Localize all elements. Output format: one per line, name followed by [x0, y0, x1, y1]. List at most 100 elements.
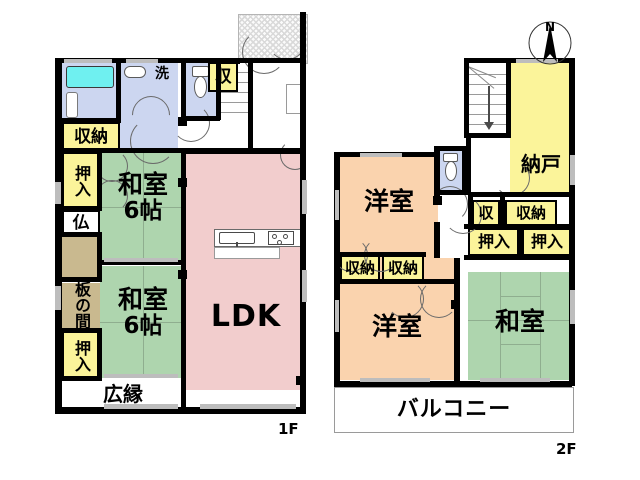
wall-toilet-bottom	[184, 116, 220, 121]
door-swing-toilet-2f	[432, 186, 468, 222]
wall-2f-nando-bottom	[468, 192, 572, 197]
wall-outer-top-2	[184, 58, 242, 63]
wall-stair-right	[248, 62, 253, 152]
tatami-seam	[468, 320, 572, 321]
label-closet-shu-entry: 収	[214, 66, 232, 87]
label-closet-oshiire-a: 押入	[477, 232, 510, 251]
wall-stair-bottom	[216, 148, 252, 153]
label-hiroen: 広縁	[103, 382, 143, 406]
door-swing-entrance	[242, 30, 286, 74]
label-washitsu-lower-1: 和室	[117, 284, 168, 314]
sliding-door	[104, 374, 178, 378]
label-closet-shuno-bath: 収納	[74, 126, 108, 147]
tatami-seam	[143, 322, 144, 378]
label-laundry: 洗	[155, 66, 169, 82]
room-balcony	[334, 387, 574, 433]
wall-butsu-bottom	[55, 232, 102, 237]
wall-closet-bottom	[55, 148, 121, 153]
washbasin-icon	[124, 66, 146, 78]
floor-tag-2f: 2F	[556, 440, 577, 458]
closet-shu-entry	[208, 62, 238, 92]
wall-butsu-top	[55, 206, 102, 211]
window	[302, 180, 307, 214]
label-closet-butsudan: 仏	[72, 212, 90, 233]
wall-2f-outer-right	[569, 58, 575, 386]
wall-hiroen-right	[181, 376, 186, 414]
wall-2f-stair-right	[506, 62, 511, 134]
wall-wood-bottom	[55, 277, 102, 282]
wall-2f-toilet-bottom	[434, 190, 467, 195]
door-swing-yoshitsu-bottom-2	[420, 280, 458, 318]
window	[55, 286, 61, 310]
door-swing-washroom	[130, 118, 176, 164]
pillar	[178, 270, 187, 279]
pillar	[178, 117, 187, 126]
stove-burner-icon	[272, 234, 277, 239]
door-swing-ldk	[280, 140, 310, 170]
floor-tag-1f: 1F	[278, 420, 299, 438]
tatami-seam	[500, 344, 540, 345]
window	[64, 59, 112, 63]
label-washitsu-upper-2: 6帖	[123, 197, 163, 224]
door-swing-toilet	[172, 104, 210, 142]
label-closet-shuno-b: 収納	[387, 258, 418, 277]
wall-2f-closet-strip-top	[334, 252, 426, 257]
wall-hiroen-top	[55, 376, 102, 381]
bathtub-icon	[66, 66, 114, 88]
window	[570, 290, 575, 324]
closet-shuno-d	[505, 200, 557, 226]
window	[516, 59, 558, 63]
north-arrow-label: N	[544, 20, 556, 34]
label-ita-no-ma: 板の間	[72, 281, 91, 329]
label-closet-oshiire-b: 押入	[530, 232, 563, 251]
tatami-seam	[143, 207, 144, 262]
wall-2f-toilet-top	[434, 146, 467, 151]
wall-bath-bottom	[55, 118, 121, 123]
room-ita-no-ma-label-area	[62, 283, 100, 331]
label-closet-shuno-a: 収納	[344, 258, 375, 277]
stove-burner-icon	[283, 234, 288, 239]
wall-outer-right	[300, 58, 306, 414]
north-arrow	[525, 18, 575, 68]
pillar	[178, 178, 187, 187]
wall-washroom-bottom	[118, 148, 186, 153]
door-swing-washitsu-upper-2	[96, 180, 128, 212]
window	[104, 404, 178, 409]
wall-2f-yoshitsu-mid-r	[454, 258, 460, 386]
wall-2f-closet-mid-v	[500, 197, 505, 227]
label-nando: 納戸	[521, 152, 561, 176]
room-washitsu-2f	[468, 272, 572, 380]
tatami-seam	[540, 272, 541, 380]
wall-2f-outer-bottom	[334, 381, 572, 387]
wall-2f-nando-left	[466, 137, 471, 195]
label-closet-shuno-d: 収納	[515, 203, 546, 222]
wall-2f-closet-sep	[464, 224, 574, 229]
window	[335, 190, 339, 220]
wall-left-col-right	[97, 232, 102, 282]
window	[200, 404, 296, 409]
label-closet-oshiire-2: 押入	[72, 340, 91, 372]
floor-2-plan: バルコニー 洋室 洋室 和室 納戸 収納 収納 収 収納 押入 押入 2F N	[320, 0, 640, 480]
window	[126, 59, 158, 63]
stair-down-arrow	[488, 86, 490, 126]
wall-2f-stair-bottom	[464, 133, 511, 138]
kitchen-base-cabinet	[214, 247, 280, 259]
window	[302, 270, 307, 302]
label-closet-oshiire-1: 押入	[72, 165, 91, 197]
bath-ledge	[66, 92, 78, 118]
window	[360, 153, 402, 157]
wall-2f-closet-bottom	[464, 255, 574, 260]
label-balcony: バルコニー	[396, 397, 512, 422]
window	[570, 155, 575, 185]
wall-2f-yoshitsu-right-2	[434, 222, 440, 258]
label-washitsu-lower-2: 6帖	[123, 312, 163, 339]
label-closet-shu-c: 収	[478, 203, 494, 222]
wall-outer-top-3	[300, 12, 306, 64]
stove-burner-icon	[277, 240, 282, 245]
wall-bath-right	[116, 58, 121, 120]
wall-2f-closet-c-left	[468, 197, 473, 227]
wall-washitsu-mid	[100, 260, 186, 265]
tatami-seam	[500, 296, 540, 297]
stair-down-arrow-head	[484, 122, 494, 130]
wall-toilet-right	[216, 58, 221, 92]
